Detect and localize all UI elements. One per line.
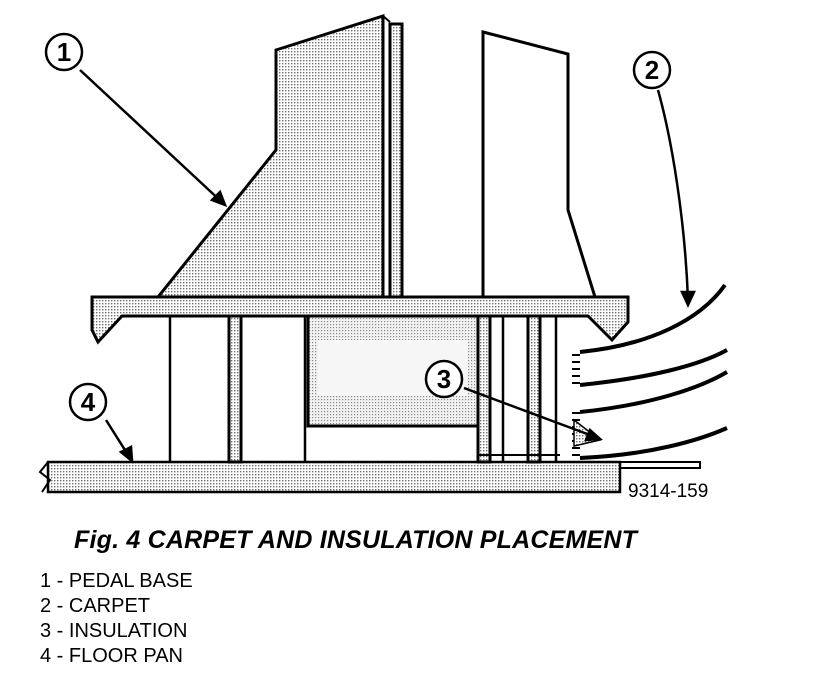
legend-item: 1 - PEDAL BASE — [40, 570, 193, 592]
callout-1: 1 — [44, 32, 84, 72]
callout-3-label: 3 — [437, 364, 451, 394]
callout-2-label: 2 — [645, 55, 659, 85]
callout-1-label: 1 — [57, 37, 71, 67]
legend-item: 4 - FLOOR PAN — [40, 645, 183, 667]
figure-number: 9314-159 — [628, 481, 708, 502]
legend-item: 3 - INSULATION — [40, 620, 188, 642]
callout-2: 2 — [632, 50, 672, 90]
pedal-base — [90, 13, 630, 464]
floor-pan — [38, 460, 701, 494]
leader-lines — [79, 69, 696, 464]
legend: 1 - PEDAL BASE 2 - CARPET 3 - INSULATION… — [40, 569, 193, 669]
figure-caption: Fig. 4 CARPET AND INSULATION PLACEMENT — [74, 526, 638, 554]
callout-3: 3 — [424, 359, 464, 399]
legend-item: 2 - CARPET — [40, 595, 151, 617]
callout-4-label: 4 — [81, 387, 96, 417]
callout-4: 4 — [68, 382, 108, 422]
